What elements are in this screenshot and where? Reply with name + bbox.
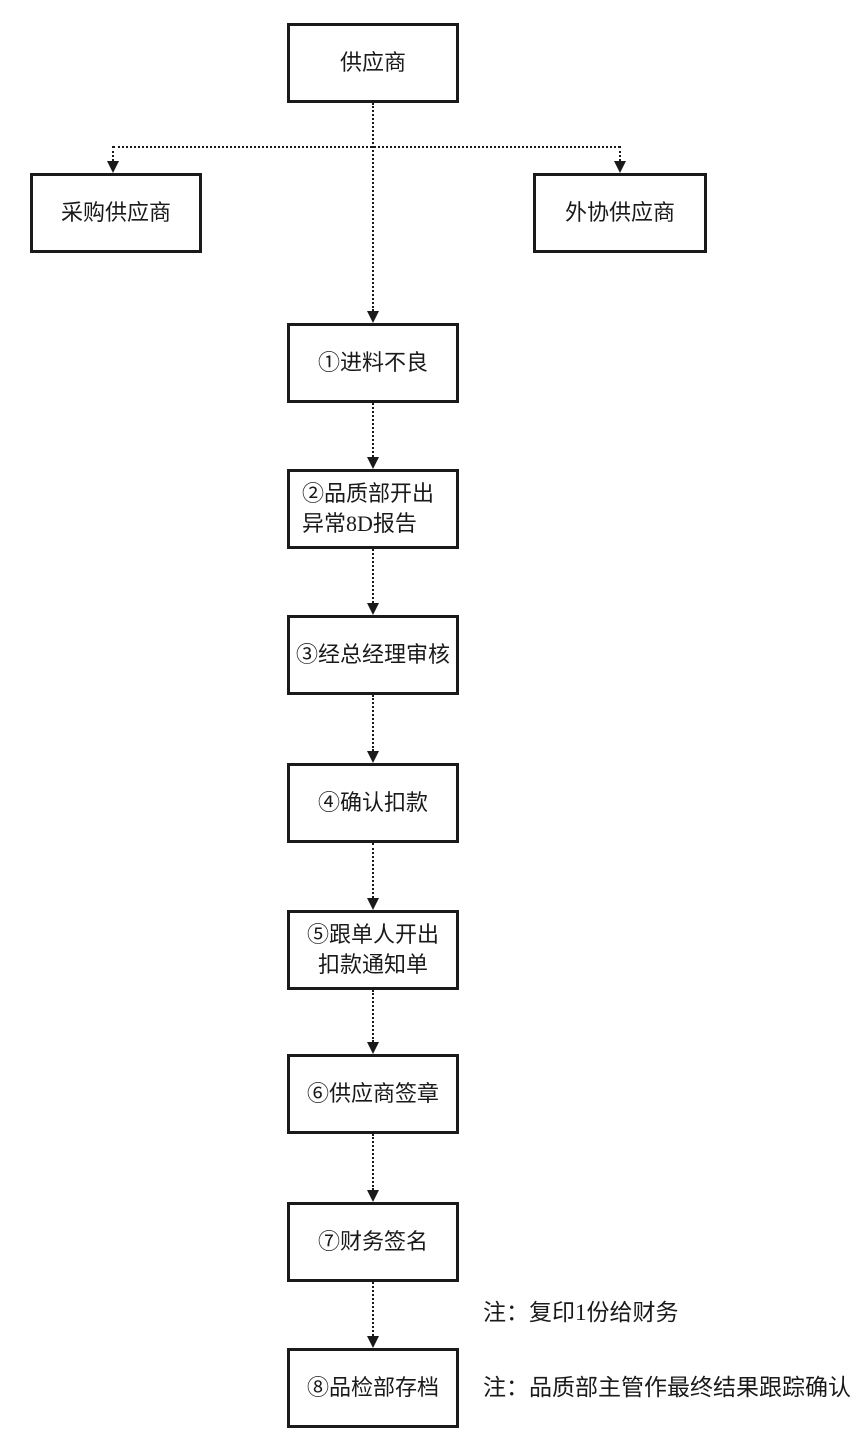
connector-branch-left-drop xyxy=(112,146,114,161)
node-supplier: 供应商 xyxy=(287,23,459,103)
connector-supplier-to-step1 xyxy=(372,103,374,311)
node-step-4: ④确认扣款 xyxy=(287,763,459,843)
connector-step1-to-step2 xyxy=(372,403,374,457)
node-step-5: ⑤跟单人开出 扣款通知单 xyxy=(287,910,459,990)
node-step-3: ③经总经理审核 xyxy=(287,615,459,695)
connector-step3-to-step4 xyxy=(372,695,374,751)
connector-step7-to-step8 xyxy=(372,1282,374,1336)
connector-branch-right-drop xyxy=(619,146,621,161)
note-copy-to-finance: 注：复印1份给财务 xyxy=(483,1300,679,1325)
arrowhead-step5 xyxy=(367,898,379,910)
node-step-8: ⑧品检部存档 xyxy=(287,1348,459,1428)
arrowhead-step3 xyxy=(367,603,379,615)
node-step-7: ⑦财务签名 xyxy=(287,1202,459,1282)
connector-step2-to-step3 xyxy=(372,549,374,603)
node-step-2: ②品质部开出 异常8D报告 xyxy=(287,469,459,549)
connector-step4-to-step5 xyxy=(372,843,374,898)
arrowhead-outsource-supplier xyxy=(614,161,626,173)
node-step-1: ①进料不良 xyxy=(287,323,459,403)
node-purchase-supplier: 采购供应商 xyxy=(30,173,202,253)
arrowhead-purchase-supplier xyxy=(107,161,119,173)
node-outsource-supplier: 外协供应商 xyxy=(533,173,707,253)
connector-step5-to-step6 xyxy=(372,990,374,1042)
arrowhead-step4 xyxy=(367,751,379,763)
arrowhead-step1 xyxy=(367,311,379,323)
connector-branch-horizontal xyxy=(113,146,620,148)
note-quality-supervisor-followup: 注：品质部主管作最终结果跟踪确认 xyxy=(483,1375,851,1400)
arrowhead-step8 xyxy=(367,1336,379,1348)
node-step-6: ⑥供应商签章 xyxy=(287,1054,459,1134)
arrowhead-step6 xyxy=(367,1042,379,1054)
connector-step6-to-step7 xyxy=(372,1134,374,1190)
arrowhead-step7 xyxy=(367,1190,379,1202)
arrowhead-step2 xyxy=(367,457,379,469)
